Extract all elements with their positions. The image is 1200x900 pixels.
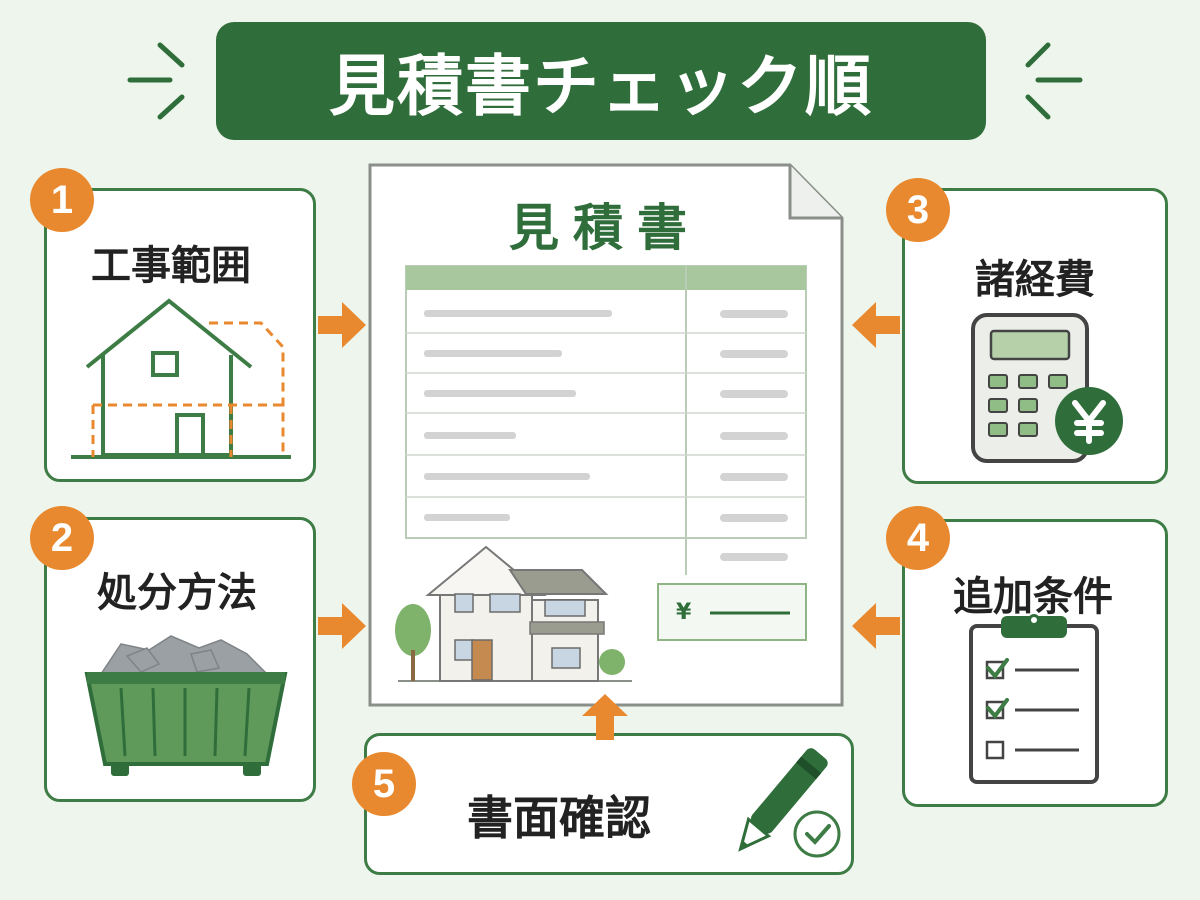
left-sparkle-decoration xyxy=(127,42,185,120)
step-4-label: 追加条件 xyxy=(953,574,1113,620)
page-title: 見積書チェック順 xyxy=(329,48,873,125)
document-house-illustration xyxy=(395,545,632,682)
house-outline-icon xyxy=(71,298,291,459)
step-4-badge: 4 xyxy=(886,506,950,570)
title-banner: 見積書チェック順 xyxy=(216,22,986,140)
calculator-yen-icon xyxy=(971,313,1123,463)
step-2-label: 処分方法 xyxy=(97,570,257,616)
arrow-step5-to-document xyxy=(582,694,628,740)
step-card-4: 追加条件 xyxy=(902,519,1168,807)
step-5-badge: 5 xyxy=(352,752,416,816)
total-yen-symbol: ¥ xyxy=(676,600,692,625)
pen-check-icon xyxy=(738,748,841,858)
document-title: 見積書 xyxy=(509,199,701,257)
step-3-badge: 3 xyxy=(886,178,950,242)
step-5-label: 書面確認 xyxy=(467,791,651,845)
step-card-2: 処分方法 xyxy=(44,517,316,802)
arrow-step2-to-document xyxy=(318,603,366,649)
right-sparkle-decoration xyxy=(1025,42,1083,120)
checklist-clipboard-icon xyxy=(969,614,1099,784)
step-card-5: 書面確認 xyxy=(364,733,854,875)
step-1-badge: 1 xyxy=(30,168,94,232)
arrow-step3-to-document xyxy=(852,302,900,348)
arrow-step1-to-document xyxy=(318,302,366,348)
arrow-step4-to-document xyxy=(852,603,900,649)
step-3-label: 諸経費 xyxy=(975,257,1095,303)
step-card-1: 工事範囲 xyxy=(44,188,316,482)
step-1-label: 工事範囲 xyxy=(91,243,251,289)
step-card-3: 諸経費 xyxy=(902,188,1168,484)
step-2-badge: 2 xyxy=(30,506,94,570)
debris-dumpster-icon xyxy=(84,635,288,776)
